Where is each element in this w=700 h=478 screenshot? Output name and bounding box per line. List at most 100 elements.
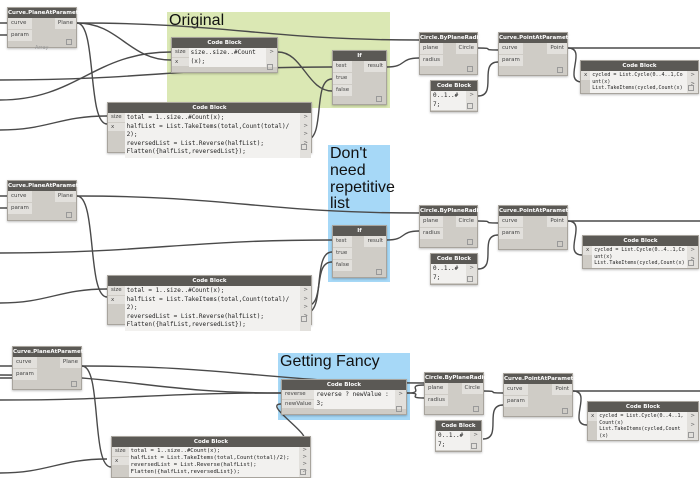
preview-toggle-icon[interactable] — [467, 276, 473, 282]
code-line[interactable]: total = 1..size..#Count(x); — [130, 448, 221, 454]
input-port-x[interactable]: x — [588, 412, 598, 421]
preview-toggle-icon[interactable] — [467, 239, 473, 245]
wire[interactable] — [386, 57, 420, 68]
preview-toggle-icon[interactable] — [688, 84, 694, 91]
input-port-size[interactable]: size — [108, 286, 125, 295]
input-port-false[interactable]: false — [333, 85, 353, 96]
wire[interactable] — [572, 390, 588, 426]
code-line[interactable]: List.TakeItems(cycled,Count(x) — [599, 426, 681, 439]
output-port[interactable]: > — [303, 287, 308, 293]
output-port[interactable]: > — [303, 295, 308, 302]
wire[interactable] — [477, 234, 499, 270]
preview-toggle-icon[interactable] — [301, 144, 307, 150]
output-port-point[interactable]: Point — [547, 216, 567, 227]
wire[interactable] — [406, 384, 425, 394]
preview-toggle-icon[interactable] — [467, 66, 473, 72]
output-port[interactable]: > — [473, 432, 478, 438]
input-port-param[interactable]: param — [8, 30, 32, 41]
code-line[interactable]: cycled = List.Cycle(0..4..1,Count(x) — [599, 413, 684, 426]
code-line[interactable]: reverse ? newValue : 3; — [316, 391, 393, 407]
input-port-radius[interactable]: radius — [420, 55, 444, 66]
input-port-x[interactable]: x — [108, 295, 125, 304]
preview-toggle-icon[interactable] — [471, 443, 477, 449]
code-line[interactable]: 0..1..#7; — [433, 265, 459, 281]
output-port[interactable]: > — [302, 454, 307, 460]
wire[interactable] — [0, 288, 108, 304]
input-port-curve[interactable]: curve — [13, 357, 37, 368]
input-port-plane[interactable]: plane — [420, 43, 444, 54]
preview-toggle-icon[interactable] — [301, 316, 307, 322]
wire[interactable] — [0, 392, 282, 401]
output-port[interactable]: > — [690, 247, 695, 253]
output-port-point[interactable]: Point — [552, 384, 572, 395]
preview-toggle-icon[interactable] — [557, 67, 563, 73]
input-port-x[interactable]: x — [581, 71, 591, 80]
output-port[interactable]: > — [269, 49, 274, 55]
code-line[interactable]: Flatten({halfList,reversedList}); — [130, 469, 240, 475]
output-port[interactable]: > — [469, 265, 474, 271]
wire[interactable] — [0, 458, 108, 474]
input-port-x[interactable]: x — [108, 122, 125, 131]
output-port[interactable]: > — [690, 413, 695, 419]
code-line[interactable]: reversedList = List.Reverse(halfList); — [126, 312, 264, 320]
wire[interactable] — [567, 47, 583, 83]
output-port-circle[interactable]: Circle — [455, 216, 477, 227]
code-line[interactable]: total = 1..size..#Count(x); — [126, 114, 225, 121]
input-port-param[interactable]: param — [499, 228, 523, 239]
output-port-result[interactable]: result — [364, 236, 386, 247]
output-port[interactable]: > — [302, 447, 307, 453]
preview-toggle-icon[interactable] — [557, 241, 563, 247]
output-port[interactable]: > — [690, 255, 695, 262]
code-line[interactable]: halfList = List.TakeItems(total,Count(to… — [130, 455, 290, 461]
input-port-false[interactable]: false — [333, 260, 353, 271]
wire[interactable] — [0, 115, 108, 131]
code-editor[interactable]: reverse ? newValue : 3; — [314, 390, 396, 409]
preview-toggle-icon[interactable] — [376, 96, 382, 102]
preview-toggle-icon[interactable] — [267, 64, 273, 70]
code-line[interactable]: halfList = List.TakeItems(total,Count(to… — [126, 295, 290, 312]
wire[interactable] — [76, 22, 172, 61]
code-line[interactable]: cycled = List.Cycle(0..4..1,Count(x) — [592, 72, 683, 85]
code-line[interactable]: size..size..#Count(x); — [190, 49, 256, 65]
input-port-true[interactable]: true — [333, 73, 353, 84]
wire[interactable] — [477, 61, 499, 97]
preview-toggle-icon[interactable] — [473, 406, 479, 412]
input-port-param[interactable]: param — [504, 396, 528, 407]
preview-toggle-icon[interactable] — [562, 408, 568, 414]
preview-toggle-icon[interactable] — [467, 103, 473, 109]
input-port-param[interactable]: param — [13, 369, 37, 380]
code-line[interactable]: halfList = List.TakeItems(total,Count(to… — [126, 122, 290, 139]
input-port-radius[interactable]: radius — [420, 228, 444, 239]
output-port[interactable]: > — [303, 312, 308, 319]
wire[interactable] — [277, 51, 333, 92]
code-line[interactable]: total = 1..size..#Count(x); — [126, 287, 225, 294]
output-port[interactable]: > — [690, 80, 695, 87]
output-port[interactable]: > — [303, 131, 308, 137]
output-port[interactable]: > — [303, 114, 308, 120]
code-line[interactable]: reversedList = List.Reverse(halfList); — [126, 139, 264, 147]
output-port[interactable]: > — [690, 72, 695, 78]
wire[interactable] — [0, 66, 333, 81]
input-port-reverse[interactable]: reverse — [282, 390, 315, 399]
output-port[interactable]: > — [469, 92, 474, 98]
input-port-curve[interactable]: curve — [504, 384, 528, 395]
code-editor[interactable]: cycled = List.Cycle(0..4..1,Count(x)List… — [590, 71, 688, 93]
input-port-true[interactable]: true — [333, 248, 353, 259]
wire[interactable] — [81, 365, 112, 468]
preview-toggle-icon[interactable] — [376, 269, 382, 275]
input-port-param[interactable]: param — [8, 203, 32, 214]
input-port-test[interactable]: test — [333, 236, 353, 247]
preview-toggle-icon[interactable] — [688, 259, 694, 266]
code-line[interactable]: cycled = List.Cycle(0..4..1,Count(x) — [594, 247, 685, 260]
input-port-curve[interactable]: curve — [8, 191, 32, 202]
